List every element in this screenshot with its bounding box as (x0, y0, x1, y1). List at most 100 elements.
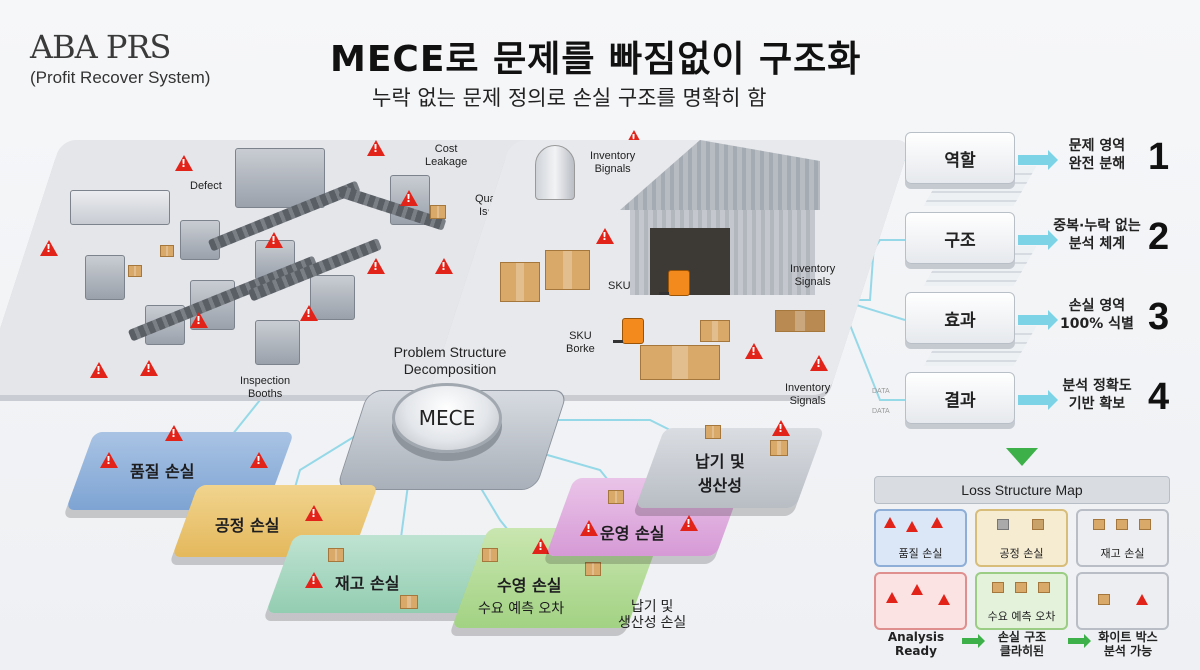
warning-icon (745, 343, 763, 359)
step-description: 손실 영역 100% 식별 (1060, 298, 1134, 332)
package (328, 548, 344, 562)
warning-icon (596, 228, 614, 244)
step-number: 2 (1148, 216, 1170, 258)
map-cell-quality: 품질 손실 (874, 509, 967, 567)
warning-icon (680, 515, 698, 531)
warning-icon (300, 305, 318, 321)
loss-structure-map: Loss Structure Map 품질 손실 공정 손실 재고 손실 수요 … (874, 476, 1170, 662)
map-cell-stock: 재고 손실 (1076, 509, 1169, 567)
inspection-booth (255, 320, 300, 365)
warning-icon (367, 140, 385, 156)
warning-icon (165, 425, 183, 441)
map-cell-warnings (874, 572, 967, 630)
warning-icon (810, 355, 828, 371)
map-cell-label: 수요 예측 오차 (987, 610, 1056, 623)
defect-label: Defect (190, 180, 222, 192)
step-role: 역할 (905, 132, 1015, 184)
warehouse-building (620, 140, 820, 295)
warning-icon (100, 452, 118, 468)
pallet-stack (545, 250, 590, 290)
warning-icon (884, 517, 896, 528)
warning-icon (265, 232, 283, 248)
storage-silo (535, 145, 575, 200)
package (128, 265, 142, 277)
machine (85, 255, 125, 300)
step-label: 역할 (944, 150, 976, 171)
package-icon (1116, 519, 1128, 530)
step-number: 3 (1148, 296, 1170, 338)
package-icon (1038, 582, 1050, 593)
arrow-right-icon (1018, 230, 1058, 250)
warning-icon (400, 190, 418, 206)
arrow-right-icon (962, 634, 985, 648)
warning-icon (140, 360, 158, 376)
control-desk (70, 190, 170, 225)
warning-icon (367, 258, 385, 274)
map-cell-ops (1076, 572, 1169, 630)
arrow-right-icon (1068, 634, 1091, 648)
package (700, 320, 730, 342)
mece-label: MECE (418, 406, 476, 430)
map-cell-process: 공정 손실 (975, 509, 1068, 567)
warning-icon (40, 240, 58, 256)
package-icon (1139, 519, 1151, 530)
mece-hub: MECE (392, 383, 502, 453)
process-loss-label: 공정 손실 (215, 516, 280, 535)
inventory-signals-label: Inventory Signals (785, 382, 831, 407)
warning-icon (911, 584, 923, 595)
warning-icon (305, 505, 323, 521)
quality-loss-label: 품질 손실 (130, 462, 195, 481)
package (585, 562, 601, 576)
warehouse-roof (620, 140, 820, 210)
forklift (613, 318, 644, 344)
analysis-ready-label: Analysis Ready (887, 630, 945, 659)
brand-subtitle: (Profit Recover System) (30, 68, 211, 87)
warning-icon (250, 452, 268, 468)
warning-icon (190, 312, 208, 328)
step-description: 중복·누락 없는 분석 체계 (1053, 218, 1141, 252)
inventory-signals-label: Inventory Signals (790, 263, 836, 288)
map-cell-label: 재고 손실 (1100, 547, 1145, 560)
forklift (659, 270, 690, 296)
ops-loss-label: 운영 손실 (600, 524, 665, 543)
package-icon (1093, 519, 1105, 530)
package (482, 548, 498, 562)
package-icon (1098, 594, 1110, 605)
stock-loss-label: 재고 손실 (335, 574, 400, 593)
step-description: 문제 영역 완전 분해 (1068, 138, 1126, 172)
page-title: MECE로 문제를 빠짐없이 구조화 (330, 39, 862, 80)
damaged-package-pile (775, 310, 825, 332)
white-box-label: 화이트 박스 분석 가능 (1098, 630, 1158, 659)
warning-icon (1136, 594, 1148, 605)
step-label: 효과 (944, 310, 976, 331)
pallet-stack (500, 262, 540, 302)
step-label: 구조 (944, 230, 976, 251)
arrow-down-icon (1006, 448, 1038, 466)
package-icon (1015, 582, 1027, 593)
map-cell-demand: 수요 예측 오차 (975, 572, 1068, 630)
inspection-booths-label: Inspection Booths (240, 375, 291, 400)
step-number: 4 (1148, 376, 1170, 418)
package (400, 595, 418, 609)
worker-icon (1032, 519, 1044, 530)
warning-icon (886, 592, 898, 603)
machine-icon (997, 519, 1009, 530)
package (430, 205, 446, 219)
warning-icon (305, 572, 323, 588)
demand-forecast-error-label: 수요 예측 오차 (478, 601, 565, 617)
warning-icon (931, 517, 943, 528)
step-result: 결과 (905, 372, 1015, 424)
arrow-right-icon (1018, 390, 1058, 410)
map-cell-label: 공정 손실 (999, 547, 1044, 560)
warning-icon (435, 258, 453, 274)
page-subtitle: 누락 없는 문제 정의로 손실 구조를 명확히 함 (372, 86, 767, 110)
brand: ABA PRS (Profit Recover System) (30, 28, 210, 88)
package (705, 425, 721, 439)
loss-map-title: Loss Structure Map (874, 476, 1170, 504)
package-icon (992, 582, 1004, 593)
package (160, 245, 174, 257)
package (608, 490, 624, 504)
step-description: 분석 정확도 기반 확보 (1062, 378, 1132, 412)
delivery-productivity-loss-note: 납기 및 생산성 손실 (618, 598, 687, 631)
sku-label: SKU (608, 280, 631, 292)
